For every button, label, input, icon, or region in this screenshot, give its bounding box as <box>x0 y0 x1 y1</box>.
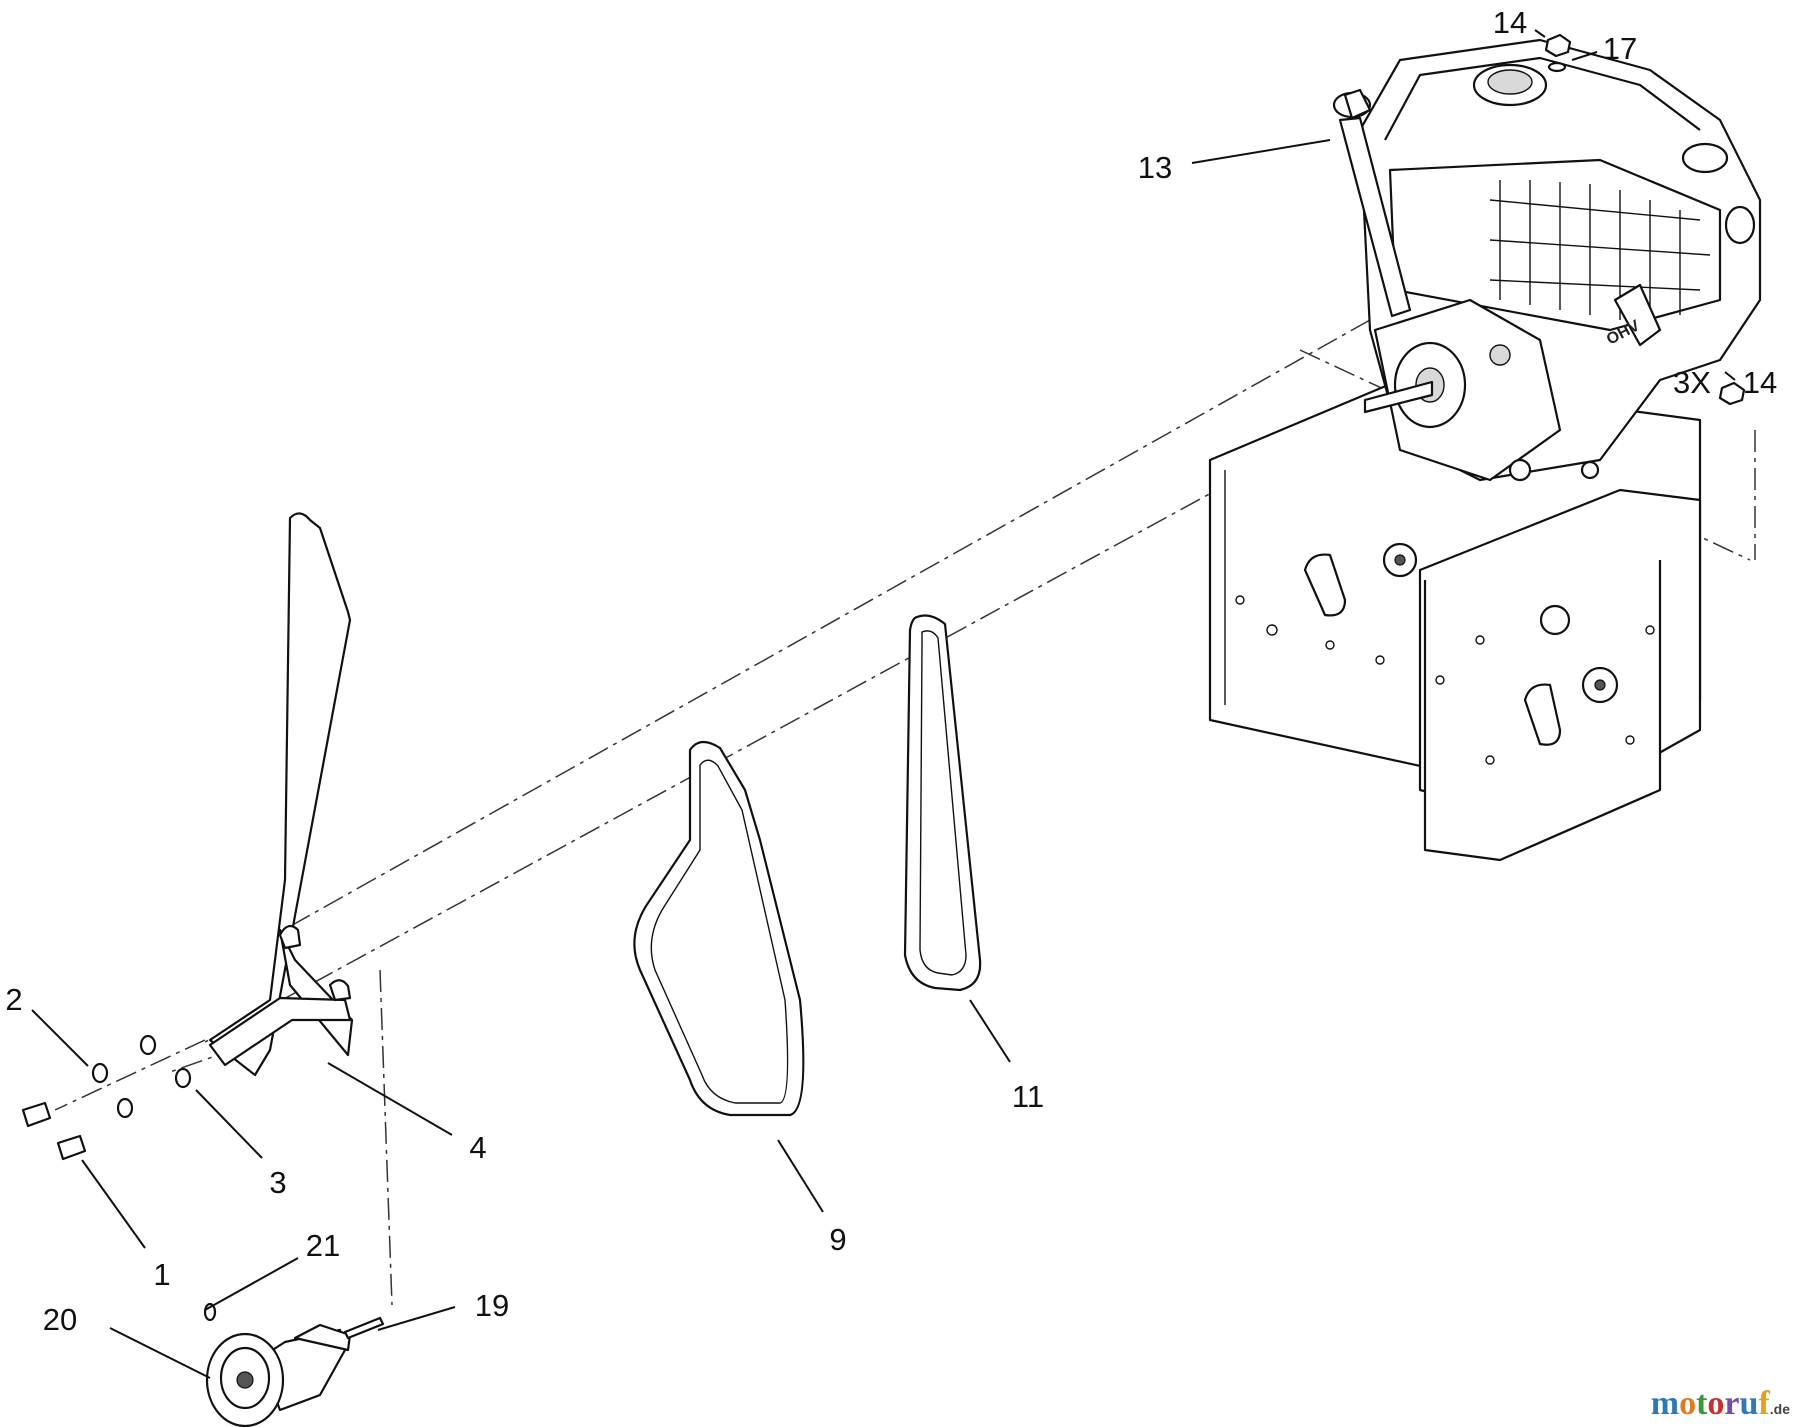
callout-2: 2 <box>5 982 22 1017</box>
leader-lines <box>31 29 1736 1379</box>
pulley-assembly <box>203 1302 385 1427</box>
engine: OHV <box>1358 38 1762 482</box>
engine-nuts <box>1544 33 1746 406</box>
belt-11 <box>903 614 982 992</box>
callout-11: 11 <box>1012 1079 1044 1114</box>
callout-20: 20 <box>43 1302 77 1337</box>
callout-3x: 3X <box>1673 365 1711 400</box>
watermark-letter: m <box>1650 1385 1680 1422</box>
watermark-letter: u <box>1739 1385 1759 1422</box>
callout-19: 19 <box>475 1288 509 1323</box>
dipstick-tube <box>1332 88 1412 318</box>
callout-14-top: 14 <box>1493 5 1527 40</box>
callout-1: 1 <box>153 1257 170 1292</box>
watermark-suffix: .de <box>1769 1401 1790 1417</box>
callout-4: 4 <box>469 1130 486 1165</box>
callout-13: 13 <box>1138 150 1172 185</box>
watermark-letter: f <box>1758 1385 1770 1422</box>
callout-9: 9 <box>829 1222 846 1257</box>
callout-14-side: 14 <box>1743 365 1777 400</box>
callout-17: 17 <box>1603 31 1637 66</box>
bracket-4 <box>208 512 352 1077</box>
callout-3: 3 <box>269 1165 286 1200</box>
watermark-letter: t <box>1696 1385 1708 1422</box>
watermark-logo: motoruf.de <box>1651 1385 1790 1423</box>
watermark-letter: o <box>1707 1385 1725 1422</box>
bracket-4-shape <box>208 924 354 1067</box>
mounting-plate-right <box>1418 488 1702 862</box>
watermark-letter: r <box>1724 1385 1740 1422</box>
callout-labels: 13 14 17 3X 14 2 3 4 1 9 11 21 19 20 <box>5 5 1777 1337</box>
watermark-letter: o <box>1679 1385 1697 1422</box>
belt-9 <box>633 740 805 1117</box>
callout-21: 21 <box>306 1228 340 1263</box>
hardware-bolts-washers <box>21 1034 192 1161</box>
